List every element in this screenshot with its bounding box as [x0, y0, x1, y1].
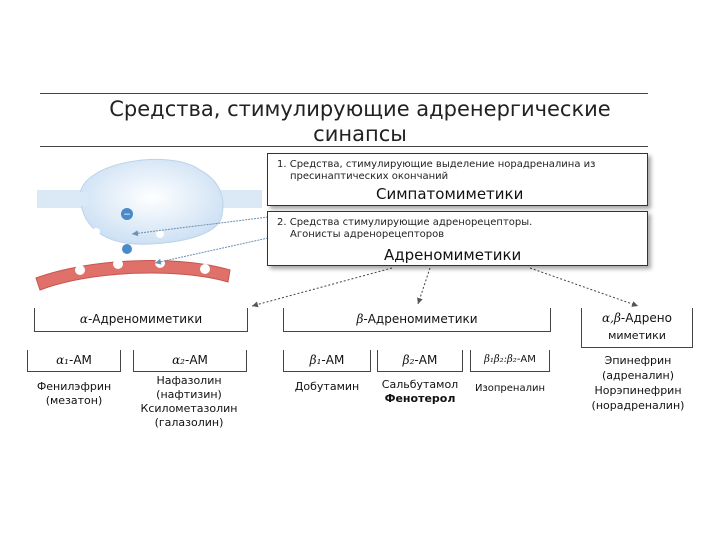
drug-item: Эпинефрин [578, 353, 698, 368]
b1b2-symbol: β₁β₂:β₂ [484, 354, 517, 365]
b2-symbol: β₂ [403, 353, 415, 367]
alphabeta-label: -Адрено [621, 311, 672, 325]
drug-list-b1: Добутамин [283, 380, 371, 394]
box-sympathomimetics: 1. Средства, стимулирующие выделение нор… [267, 153, 648, 206]
alphabeta-label2: миметики [582, 329, 692, 342]
beta-label: -Адреномиметики [363, 312, 477, 326]
a2-symbol: α₂ [172, 353, 185, 367]
drug-item: (норадреналин) [578, 398, 698, 413]
alpha-label: -Адреномиметики [88, 312, 202, 326]
arrow-to-beta [418, 268, 430, 304]
drug-list-b1b2: Изопреналин [470, 382, 550, 396]
arrow-to-alpha [252, 268, 392, 306]
drug-item: Ксилометазолин [125, 402, 253, 416]
b1-symbol: β₁ [310, 353, 322, 367]
b1-label: -АМ [321, 353, 344, 367]
alphabeta-symbol: α,β [602, 311, 621, 325]
drug-item: Норэпинефрин [578, 383, 698, 398]
drug-item: (мезатон) [27, 394, 121, 408]
b1b2-label: -АМ [517, 354, 536, 365]
drug-item: Фенотерол [374, 392, 466, 406]
group-alphabeta: α,β-Адрено миметики [581, 308, 693, 348]
group-beta: β-Адреномиметики [283, 308, 551, 332]
postsynaptic-membrane [36, 261, 230, 290]
drug-list-a2: Нафазолин (нафтизин) Ксилометазолин (гал… [125, 374, 253, 430]
drug-item: (адреналин) [578, 368, 698, 383]
box2-item-cont: Агонисты адренорецепторов [290, 228, 444, 241]
subgroup-b1: β₁-АМ [283, 350, 371, 372]
b2-label: -АМ [414, 353, 437, 367]
vesicle [122, 244, 132, 254]
drug-item: (нафтизин) [125, 388, 253, 402]
svg-text:−: − [123, 210, 131, 220]
drug-item: Добутамин [283, 380, 371, 394]
arrow-to-alphabeta [530, 268, 638, 306]
box1-name: Симпатомиметики [376, 185, 523, 203]
box1-item-cont: пресинаптических окончаний [290, 170, 448, 183]
drug-item: Изопреналин [470, 382, 550, 396]
drug-list-a1: Фенилэфрин (мезатон) [27, 380, 121, 408]
drug-item: Сальбутамол [374, 378, 466, 392]
drug-item: Нафазолин [125, 374, 253, 388]
drug-item: Фенилэфрин [27, 380, 121, 394]
drug-item: (галазолин) [125, 416, 253, 430]
subgroup-a1: α₁-АМ [27, 350, 121, 372]
drug-list-b2: Сальбутамол Фенотерол [374, 378, 466, 406]
group-alpha: α-Адреномиметики [34, 308, 248, 332]
alpha-symbol: α [80, 312, 88, 326]
box2-name: Адреномиметики [384, 246, 521, 264]
box-adrenomimetics: 2. Средства стимулирующие адренорецептор… [267, 211, 648, 266]
subgroup-a2: α₂-АМ [133, 350, 247, 372]
a1-label: -АМ [69, 353, 92, 367]
subgroup-b1b2: β₁β₂:β₂-АМ [470, 350, 550, 372]
subgroup-b2: β₂-АМ [377, 350, 463, 372]
drug-list-ab: Эпинефрин (адреналин) Норэпинефрин (нора… [578, 353, 698, 413]
a1-symbol: α₁ [56, 353, 69, 367]
a2-label: -АМ [185, 353, 208, 367]
